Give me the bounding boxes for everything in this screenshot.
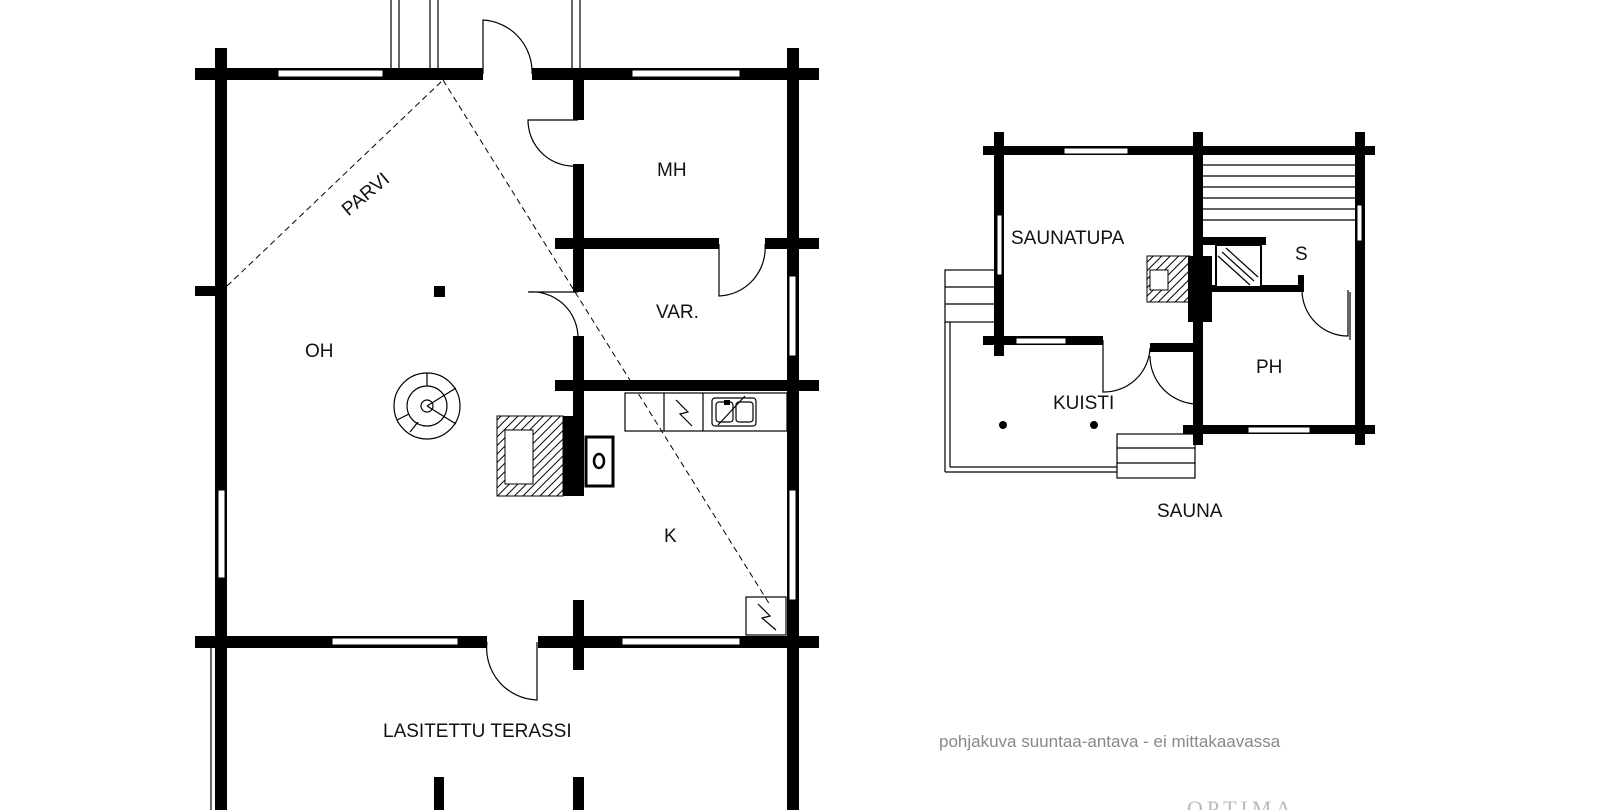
label-sauna: SAUNA [1157,501,1223,522]
main-windows [217,69,797,646]
label-saunatupa: SAUNATUPA [1011,228,1125,249]
label-kuisti: KUISTI [1053,393,1114,414]
sauna-windows [996,147,1363,434]
label-k: K [664,526,677,547]
main-cottage: MH VAR. OH PARVI K LASITETTU TERASSI [195,0,819,810]
sauna-porch [944,269,1196,479]
label-var: VAR. [656,302,699,323]
label-oh: OH [305,341,334,362]
main-doors [482,19,766,701]
kitchen-counter [584,392,788,636]
label-s: S [1295,244,1308,265]
disclaimer-text: pohjakuva suuntaa-antava - ei mittakaava… [939,732,1281,751]
spiral-staircase [393,372,461,440]
label-terrace: LASITETTU TERASSI [383,721,572,742]
brand-logo: OPTIMA [1187,796,1295,810]
label-mh: MH [657,160,687,181]
sauna-walls [983,132,1375,445]
terrace-outline [210,648,795,810]
sauna-building: SAUNATUPA S PH KUISTI SAUNA [944,132,1375,522]
label-parvi: PARVI [338,169,394,221]
entrance-steps [390,0,581,68]
loft-outline [226,79,771,606]
sauna-benches [1203,164,1355,221]
main-walls [195,48,819,810]
label-ph: PH [1256,357,1282,378]
sauna-doors [1102,289,1351,405]
